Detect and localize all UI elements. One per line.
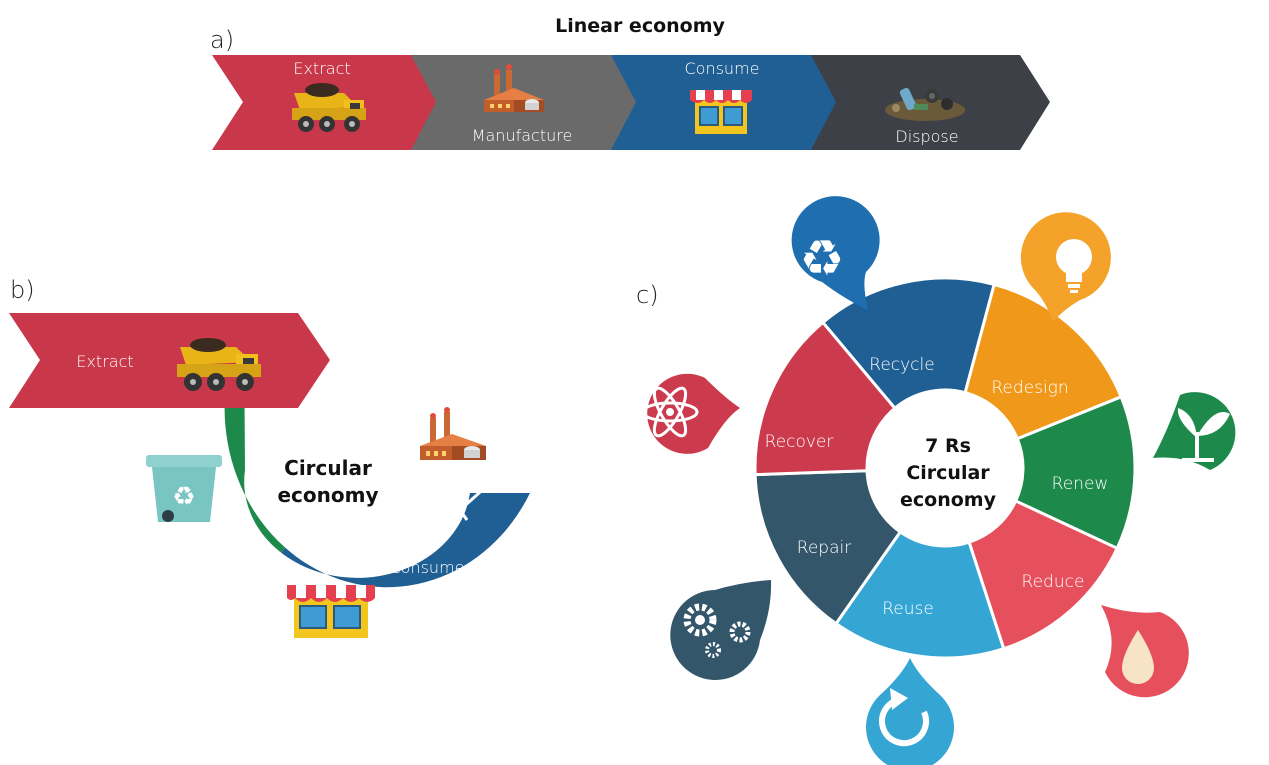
recycle-bin-icon: ♻: [146, 455, 222, 522]
rs-segment-reduce: [967, 498, 1120, 651]
dump-truck-icon: [292, 83, 366, 132]
linear-dispose-label: Dispose: [895, 127, 958, 146]
sprout-icon: [1177, 408, 1230, 462]
dump-truck-icon: [177, 338, 261, 391]
linear-manufacture-label: Manufacture: [472, 126, 573, 145]
circular-ring: Extract Manufacture Consume Restore Circ…: [9, 313, 530, 646]
circular-center-line-1: Circular: [284, 456, 372, 480]
circular-consume-label: Consume: [389, 558, 464, 577]
recycle-icon: ♻: [800, 230, 845, 288]
rs-label-recover: Recover: [765, 432, 834, 452]
circular-restore-label: Restore: [183, 545, 244, 564]
renew-pin: [1153, 392, 1236, 470]
rs-segment-reuse: [833, 529, 1006, 660]
rs-center-line-1: 7 Rs: [925, 435, 971, 457]
ring-segment-restore: [224, 380, 365, 588]
svg-text:♻: ♻: [172, 482, 195, 512]
rs-center-circle: [869, 392, 1021, 544]
rs-label-reduce: Reduce: [1022, 572, 1085, 592]
rs-label-recycle: Recycle: [869, 355, 934, 375]
rs-label-reuse: Reuse: [882, 599, 934, 619]
reduce-pin: [1101, 605, 1189, 698]
factory-icon: [484, 64, 544, 112]
water-drop-icon: [1122, 630, 1154, 684]
atom-icon: [641, 386, 699, 438]
rs-label-renew: Renew: [1052, 474, 1109, 494]
linear-chain: Extract Manufacture Consume Dispose: [212, 55, 1050, 150]
waste-pile-icon: [885, 87, 965, 121]
gears-icon: [683, 603, 751, 658]
rs-segment-recover: [753, 320, 897, 477]
circular-center-line-2: economy: [277, 483, 378, 507]
circular-manufacture-label: Manufacture: [350, 385, 451, 404]
extract-arrow: [9, 313, 330, 408]
reuse-arrow-icon: [879, 688, 929, 747]
shop-icon: [690, 90, 752, 134]
rs-label-redesign: Redesign: [991, 378, 1068, 398]
rs-center-line-2: Circular: [906, 462, 990, 484]
reuse-pin: [866, 658, 954, 765]
repair-pin: [670, 580, 772, 680]
panel-a-title: Linear economy: [555, 15, 725, 37]
rs-center-line-3: economy: [900, 489, 997, 511]
factory-icon: [420, 407, 486, 460]
rs-segment-repair: [753, 469, 903, 626]
rs-segment-recycle: [820, 276, 997, 411]
linear-extract-label: Extract: [293, 59, 350, 78]
circular-extract-label: Extract: [76, 352, 133, 371]
panel-c-letter: c): [636, 281, 659, 309]
divider-consume-restore: [243, 584, 262, 646]
linear-consume-label: Consume: [684, 59, 759, 78]
rs-segment-redesign: [963, 282, 1124, 441]
shop-icon: [287, 585, 375, 638]
panel-a-letter: a): [210, 26, 234, 54]
divider-manufacture-consume: [458, 483, 489, 521]
rs-label-repair: Repair: [797, 538, 851, 558]
recycle-pin: ♻: [791, 196, 880, 310]
recover-pin: [641, 373, 740, 454]
redesign-pin: [1020, 212, 1111, 322]
lightbulb-icon: [1056, 239, 1092, 293]
rs-segment-renew: [1013, 394, 1137, 551]
panel-b-letter: b): [10, 276, 35, 304]
